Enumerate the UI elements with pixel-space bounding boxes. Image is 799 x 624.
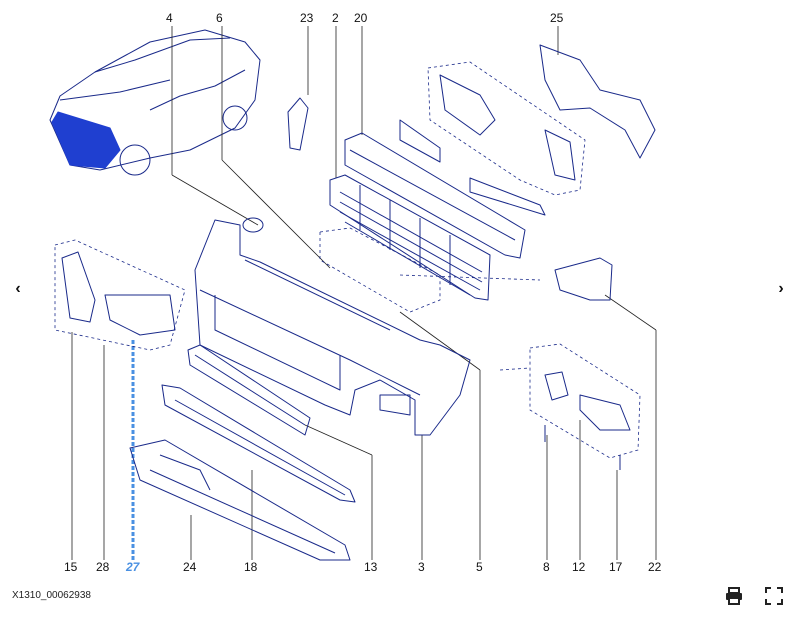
part-inner-brackets	[399, 119, 546, 216]
part-brackets-right	[544, 371, 631, 470]
callout-17[interactable]: 17	[609, 560, 623, 574]
callout-2[interactable]: 2	[332, 11, 339, 25]
diagram-reference: X1310_00062938	[12, 590, 91, 601]
group-outlines	[54, 61, 641, 459]
part-lower-trim	[161, 384, 356, 503]
callout-15[interactable]: 15	[64, 560, 78, 574]
chevron-right-icon[interactable]: ›	[778, 280, 784, 297]
part-under-shield	[129, 439, 351, 561]
part-lower-grille	[187, 344, 311, 436]
callout-13[interactable]: 13	[364, 560, 378, 574]
callout-3[interactable]: 3	[418, 560, 425, 574]
part-bumper-cover	[194, 219, 471, 436]
callout-12[interactable]: 12	[572, 560, 586, 574]
callout-20[interactable]: 20	[354, 11, 368, 25]
callout-28[interactable]: 28	[96, 560, 110, 574]
printer-icon[interactable]	[724, 586, 744, 606]
callout-25[interactable]: 25	[550, 11, 564, 25]
fullscreen-icon[interactable]	[764, 586, 784, 606]
part-side-brackets	[61, 251, 176, 336]
callout-18[interactable]: 18	[244, 560, 258, 574]
part-absorber	[344, 132, 526, 259]
car-illustration	[49, 29, 261, 176]
part-plug	[242, 217, 264, 233]
callout-24[interactable]: 24	[183, 560, 197, 574]
part-headlamp-brackets	[439, 44, 656, 181]
callout-22[interactable]: 22	[648, 560, 662, 574]
callout-6[interactable]: 6	[216, 11, 223, 25]
callout-23[interactable]: 23	[300, 11, 314, 25]
callout-5[interactable]: 5	[476, 560, 483, 574]
part-bracket-22	[554, 257, 613, 301]
leader-lines	[71, 26, 657, 560]
callout-27[interactable]: 27	[126, 560, 140, 574]
callout-8[interactable]: 8	[543, 560, 550, 574]
callout-4[interactable]: 4	[166, 11, 173, 25]
chevron-left-icon[interactable]: ‹	[15, 280, 21, 297]
part-bracket-23	[287, 97, 309, 151]
part-grille	[329, 174, 491, 301]
